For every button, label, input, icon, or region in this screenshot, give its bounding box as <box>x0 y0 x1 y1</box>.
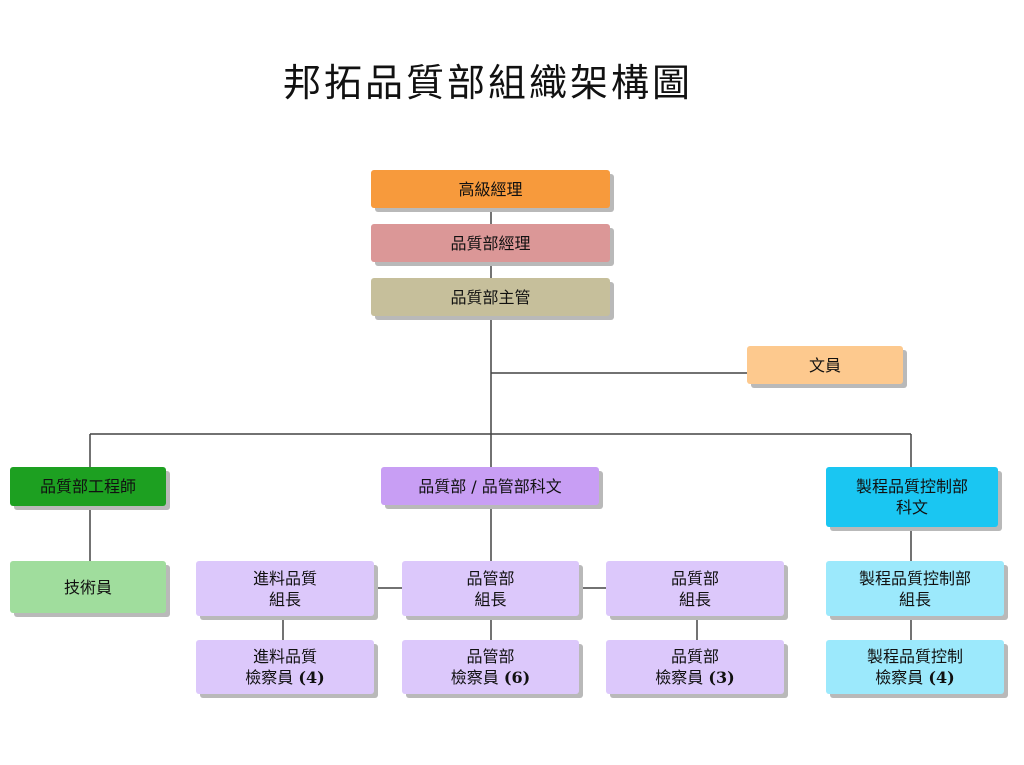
node-process-lead-line1: 製程品質控制部 <box>858 568 971 588</box>
node-qc-lead: 品管部 組長 <box>402 561 579 616</box>
node-qc-inspector-role: 檢察員 <box>450 668 499 687</box>
node-qc-inspector: 品管部 檢察員 (6) <box>402 640 579 694</box>
node-process-inspector-line2: 檢察員 (4) <box>875 667 954 688</box>
node-qa-qc-officer: 品質部 / 品管部科文 <box>381 467 599 505</box>
node-process-lead: 製程品質控制部 組長 <box>826 561 1004 616</box>
node-qa-lead-line1: 品質部 <box>670 568 719 588</box>
node-technician-label: 技術員 <box>63 577 112 597</box>
node-qc-inspector-line1: 品管部 <box>466 647 515 666</box>
node-qa-inspector-line1: 品質部 <box>670 647 719 666</box>
node-incoming-lead-line1: 進料品質 <box>252 568 317 588</box>
node-incoming-inspector-line2: 檢察員 (4) <box>245 667 324 688</box>
node-process-inspector: 製程品質控制 檢察員 (4) <box>826 640 1004 694</box>
node-senior-manager: 高級經理 <box>371 170 610 208</box>
node-incoming-inspector-role: 檢察員 <box>245 668 294 687</box>
node-qc-lead-line1: 品管部 <box>466 568 515 588</box>
node-incoming-inspector: 進料品質 檢察員 (4) <box>196 640 374 694</box>
node-qa-supervisor-label: 品質部主管 <box>450 287 531 307</box>
node-senior-manager-label: 高級經理 <box>458 179 523 199</box>
node-incoming-inspector-count: (4) <box>298 668 325 687</box>
node-qa-inspector-line2: 檢察員 (3) <box>655 667 734 688</box>
node-qa-supervisor: 品質部主管 <box>371 278 610 316</box>
node-incoming-lead-line2: 組長 <box>268 589 301 609</box>
node-qa-engineer-label: 品質部工程師 <box>39 477 136 496</box>
node-qa-lead-line2: 組長 <box>678 589 711 609</box>
node-qa-lead: 品質部 組長 <box>606 561 784 616</box>
node-qa-manager-label: 品質部經理 <box>450 233 531 253</box>
node-incoming-lead: 進料品質 組長 <box>196 561 374 616</box>
node-process-inspector-count: (4) <box>928 668 955 687</box>
node-clerk: 文員 <box>747 346 903 384</box>
node-qa-inspector: 品質部 檢察員 (3) <box>606 640 784 694</box>
node-process-qc-officer: 製程品質控制部 科文 <box>826 467 998 527</box>
node-qa-inspector-count: (3) <box>708 668 735 687</box>
node-process-qc-officer-line1: 製程品質控制部 <box>855 477 968 496</box>
node-incoming-inspector-line1: 進料品質 <box>252 647 317 666</box>
node-technician: 技術員 <box>10 561 166 613</box>
node-qc-inspector-line2: 檢察員 (6) <box>451 667 530 688</box>
node-qa-qc-officer-label: 品質部 / 品管部科文 <box>418 476 562 496</box>
node-process-lead-line2: 組長 <box>898 589 931 609</box>
node-process-qc-officer-line2: 科文 <box>895 498 928 517</box>
node-qc-inspector-count: (6) <box>503 668 531 687</box>
node-qc-lead-line2: 組長 <box>474 589 507 609</box>
node-qa-inspector-role: 檢察員 <box>655 668 704 687</box>
node-qa-manager: 品質部經理 <box>371 224 610 262</box>
chart-title: 邦拓品質部組織架構圖 <box>282 61 693 105</box>
node-process-inspector-line1: 製程品質控制 <box>866 647 963 666</box>
node-process-inspector-role: 檢察員 <box>875 668 924 687</box>
node-qa-engineer: 品質部工程師 <box>10 467 166 506</box>
node-clerk-label: 文員 <box>808 355 841 375</box>
